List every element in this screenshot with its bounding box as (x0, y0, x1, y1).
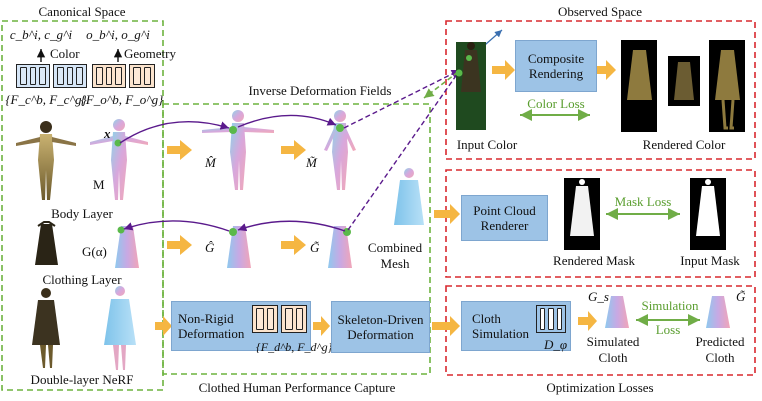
cloth-mesh-figure (115, 226, 139, 268)
composite-label-1: Composite (527, 51, 585, 66)
capture-title: Clothed Human Performance Capture (198, 380, 396, 395)
mask-loss-label: Mask Loss (614, 194, 672, 209)
simulation-net-grid (536, 305, 566, 333)
textured-dress-figure (35, 224, 58, 265)
deform-feature-label: {F_d^b, F_d^g} (256, 340, 333, 354)
rendered-mask-label: Rendered Mask (553, 253, 635, 268)
canonical-title: Canonical Space (38, 4, 126, 19)
observed-frame-mask (445, 169, 756, 278)
cloth-sim-label-1: Cloth (472, 311, 501, 326)
d-phi-label: D_φ (544, 337, 568, 352)
color-feature-grid-1 (16, 64, 50, 88)
simulated-cloth-label-2: Cloth (598, 350, 628, 365)
predicted-cloth-label-1: Predicted (695, 334, 745, 349)
x-point-label: x (104, 126, 111, 141)
simulated-cloth-figure (605, 296, 629, 328)
color-feature-grid-2 (53, 64, 87, 88)
g-tilde-figure (328, 226, 352, 268)
optimization-title: Optimization Losses (546, 380, 654, 395)
input-color-label: Input Color (456, 137, 518, 152)
geom-feature-grid-1 (92, 64, 126, 88)
inverse-deformation-label: Inverse Deformation Fields (248, 83, 392, 98)
g-tilde-label: G̃ (310, 240, 320, 255)
clothing-layer-label: Clothing Layer (42, 272, 122, 287)
inverse-arrows (119, 69, 461, 232)
sim-loss-label-2: Loss (655, 322, 681, 337)
m-tilde-figure (324, 110, 356, 190)
flow-arrows (155, 60, 616, 336)
combined-mesh-label-1: Combined (367, 240, 423, 255)
color-output-label: c_b^i, c_g^i (9, 27, 73, 42)
deform-feature-grid-2 (281, 305, 307, 333)
nerf-textured-figure (32, 288, 60, 368)
sim-loss-label-1: Simulation (641, 298, 699, 313)
optimization-frame (445, 285, 756, 376)
rendered-color-label: Rendered Color (642, 137, 726, 152)
combined-mesh-figure (394, 168, 424, 225)
combined-mesh-label-2: Mesh (380, 256, 410, 271)
g-hat-figure (227, 226, 251, 268)
pcr-label-2: Renderer (480, 218, 529, 233)
non-rigid-label-1: Non-Rigid (178, 311, 234, 326)
composite-rendering-box: Composite Rendering (515, 40, 597, 92)
m-hat-label: M̂ (205, 155, 216, 170)
g-hat-label: Ĝ (205, 240, 215, 255)
textured-body-figure (16, 121, 76, 200)
simulated-cloth-label-1: Simulated (586, 334, 640, 349)
skeleton-label-2: Deformation (347, 327, 414, 342)
observed-title: Observed Space (557, 4, 643, 19)
geom-feature-grid-2 (129, 64, 155, 88)
deform-feature-grid-1 (252, 305, 278, 333)
predicted-cloth-label-2: Cloth (705, 350, 735, 365)
m-tilde-label: M̃ (306, 155, 317, 170)
cloth-sim-label-2: Simulation (472, 326, 530, 341)
geometry-output-label: o_b^i, o_g^i (86, 27, 150, 42)
g-s-label: G_s (588, 289, 609, 304)
body-mesh-figure (90, 119, 148, 200)
predicted-cloth-figure (706, 296, 730, 328)
body-layer-label: Body Layer (51, 206, 113, 221)
cloth-mesh-label: G(α) (82, 244, 107, 259)
composite-label-2: Rendering (528, 66, 584, 81)
capture-frame (162, 103, 431, 375)
color-label: Color (50, 46, 80, 61)
point-cloud-renderer-box: Point Cloud Renderer (461, 195, 548, 241)
geometry-label: Geometry (124, 46, 176, 61)
g-tilde-opt-label: G̃ (736, 289, 746, 304)
skeleton-label-1: Skeleton-Driven (337, 312, 424, 327)
skeleton-deformation-box: Skeleton-Driven Deformation (331, 301, 430, 353)
m-hat-figure (202, 110, 274, 190)
geometry-feature-label: {F_o^b, F_o^g} (80, 92, 164, 107)
color-loss-label: Color Loss (527, 96, 585, 111)
input-mask-label: Input Mask (680, 253, 740, 268)
pcr-label-1: Point Cloud (473, 203, 536, 218)
double-layer-label: Double-layer NeRF (30, 372, 134, 387)
non-rigid-label-2: Deformation (178, 326, 245, 341)
body-mesh-label: M (93, 177, 105, 192)
nerf-mesh-figure (104, 286, 136, 370)
color-feature-label: {F_c^b, F_c^g} (5, 92, 87, 107)
